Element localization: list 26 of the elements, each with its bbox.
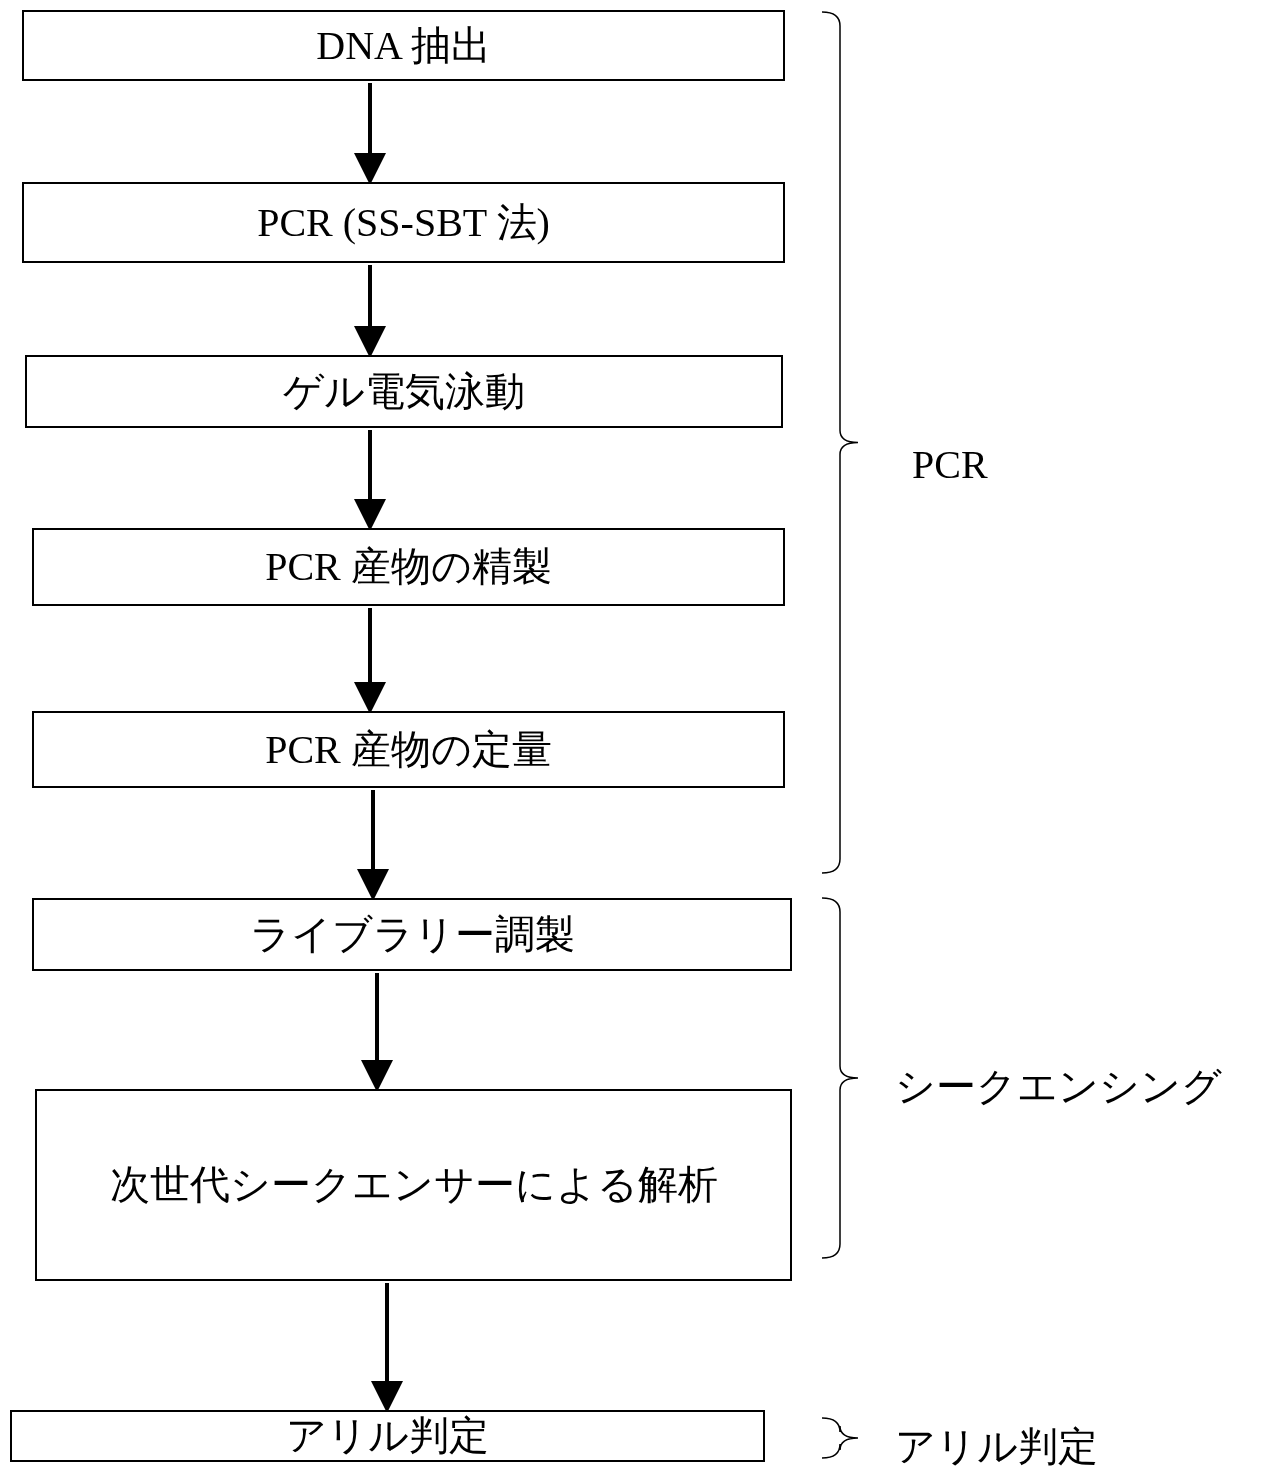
arrow: [354, 430, 386, 531]
arrow: [354, 608, 386, 714]
step-label: PCR 産物の精製: [265, 543, 552, 591]
process-box: [35, 1089, 792, 1281]
step-label: PCR 産物の定量: [265, 725, 552, 774]
step-label: DNA 抽出: [316, 21, 491, 70]
group-label: PCR: [912, 441, 988, 489]
process-box: [25, 355, 783, 428]
step-label: アリル判定: [286, 1412, 489, 1460]
arrow: [354, 83, 386, 185]
step-label: PCR (SS-SBT 法): [257, 198, 550, 247]
process-box: [22, 10, 785, 81]
group-label: アリル判定: [895, 1423, 1098, 1471]
process-box: [32, 898, 792, 971]
step-label: ゲル電気泳動: [283, 367, 525, 416]
process-box: [32, 528, 785, 606]
step-label: ライブラリー調製: [249, 910, 575, 959]
process-box: [10, 1410, 765, 1462]
arrow: [361, 973, 393, 1092]
arrow: [354, 265, 386, 358]
process-box: [32, 711, 785, 788]
group-label: シークエンシング: [895, 1063, 1222, 1111]
arrow: [357, 790, 389, 901]
arrow: [371, 1283, 403, 1413]
process-box: [22, 182, 785, 263]
step-label: 次世代シークエンサーによる解析: [109, 1161, 718, 1209]
